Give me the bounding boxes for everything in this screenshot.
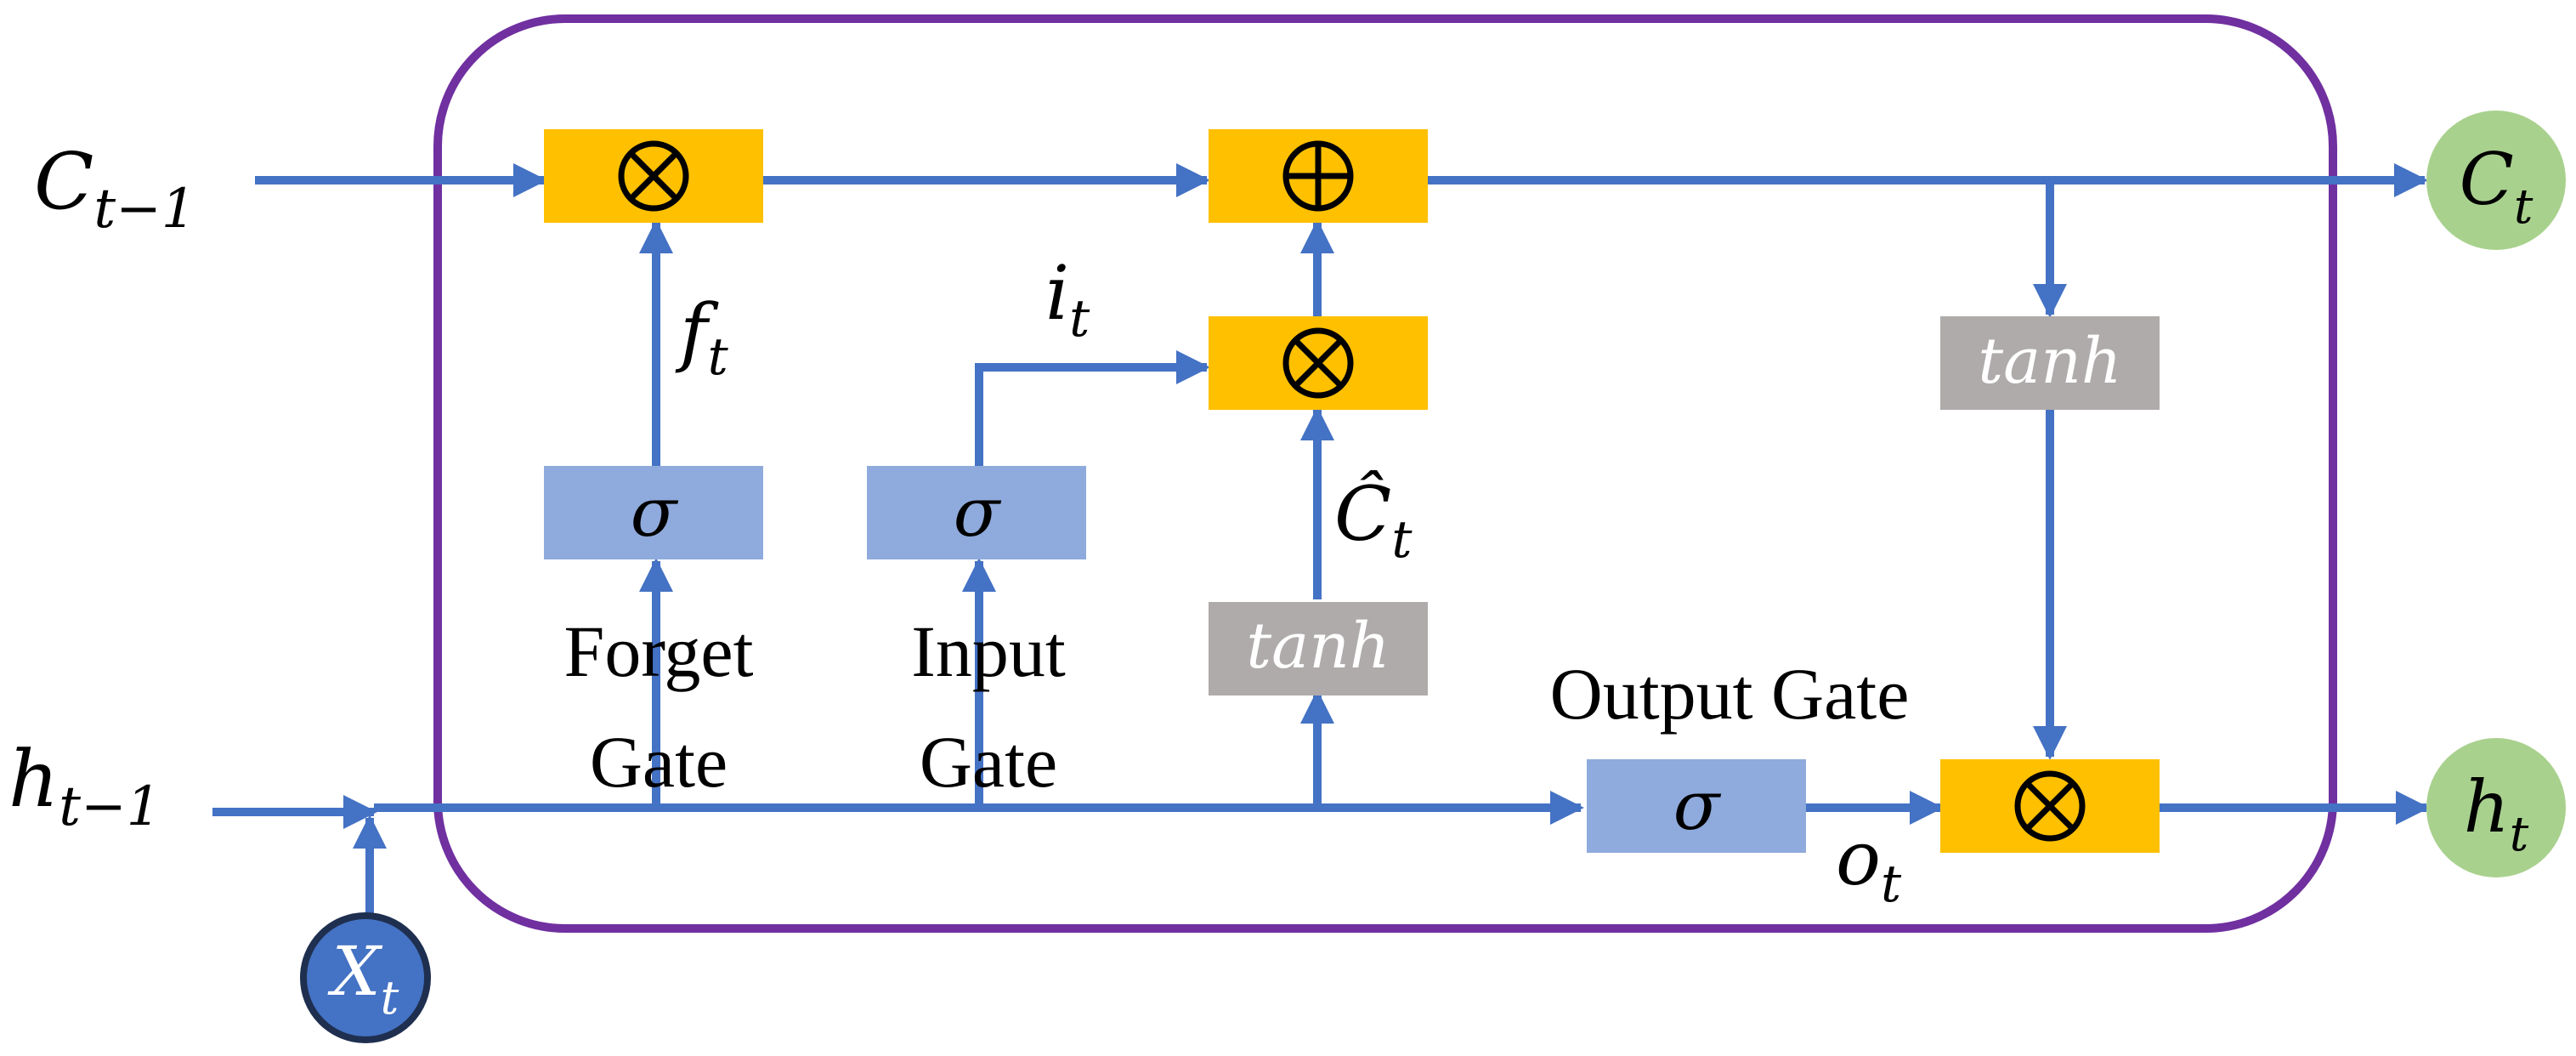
forget-gate-label-line1: Forget <box>564 610 754 692</box>
f-sub: t <box>708 327 729 387</box>
h-out-base: h <box>2464 765 2510 849</box>
forget-sigma-box: σ <box>544 466 763 559</box>
c-prev-sub: t−1 <box>93 178 195 241</box>
h-prev-label: ht−1 <box>8 734 161 838</box>
c-hat-sub: t <box>1391 510 1413 570</box>
h-prev-base: h <box>8 734 59 825</box>
c-hat-signal-label: Ĉt <box>1334 469 1413 570</box>
forget-gate-label-line2: Gate <box>590 721 728 803</box>
multiply-icon <box>2014 770 2086 842</box>
output-sigma-label: σ <box>1673 766 1722 845</box>
input-sigma-box: σ <box>867 466 1086 559</box>
cell-boundary <box>433 14 2337 933</box>
svg-text:Ct: Ct <box>2460 138 2534 235</box>
i-sub: t <box>1069 289 1090 349</box>
cell-add-op <box>1209 129 1428 223</box>
forget-multiply-op <box>544 129 763 223</box>
output-hidden-state-node: ht <box>2426 738 2566 877</box>
wire-input-sigma-to-mult <box>975 350 1211 466</box>
candidate-tanh-box: tanh <box>1209 602 1428 695</box>
o-sub: t <box>1881 854 1902 914</box>
h-out-sub: t <box>2510 807 2529 862</box>
output-cell-state-node: Ct <box>2426 111 2566 250</box>
h-prev-sub: t−1 <box>59 775 161 838</box>
multiply-icon <box>618 140 689 212</box>
c-prev-label: Ct−1 <box>34 136 195 241</box>
c-out-sub: t <box>2514 179 2534 235</box>
x-in-sub: t <box>381 971 399 1025</box>
svg-text:Xt: Xt <box>327 932 399 1025</box>
multiply-icon <box>1282 327 1354 399</box>
o-signal-label: ot <box>1836 815 1902 914</box>
input-gate-label-line2: Gate <box>920 721 1057 803</box>
i-signal-label: it <box>1045 249 1090 349</box>
f-signal-label: ft <box>675 287 729 387</box>
c-prev-base: C <box>34 136 93 227</box>
cell-tanh-box: tanh <box>1940 316 2160 410</box>
c-hat-base: Ĉ <box>1334 469 1391 558</box>
output-gate-label: Output Gate <box>1550 653 1910 735</box>
c-out-base: C <box>2460 138 2514 221</box>
candidate-tanh-label: tanh <box>1246 610 1390 683</box>
forget-sigma-label: σ <box>631 473 679 552</box>
input-sigma-label: σ <box>954 473 1002 552</box>
cell-tanh-label: tanh <box>1978 325 2121 398</box>
input-x-node: Xt <box>300 912 431 1043</box>
input-gate-label-line1: Input <box>911 610 1066 692</box>
input-multiply-op <box>1209 316 1428 410</box>
output-sigma-box: σ <box>1587 759 1806 853</box>
x-in-base: X <box>327 932 383 1011</box>
svg-text:ht: ht <box>2464 765 2529 862</box>
o-base: o <box>1836 815 1881 902</box>
i-base: i <box>1045 249 1069 337</box>
connections <box>212 163 2431 918</box>
output-multiply-op <box>1940 759 2160 853</box>
add-icon <box>1282 140 1354 212</box>
